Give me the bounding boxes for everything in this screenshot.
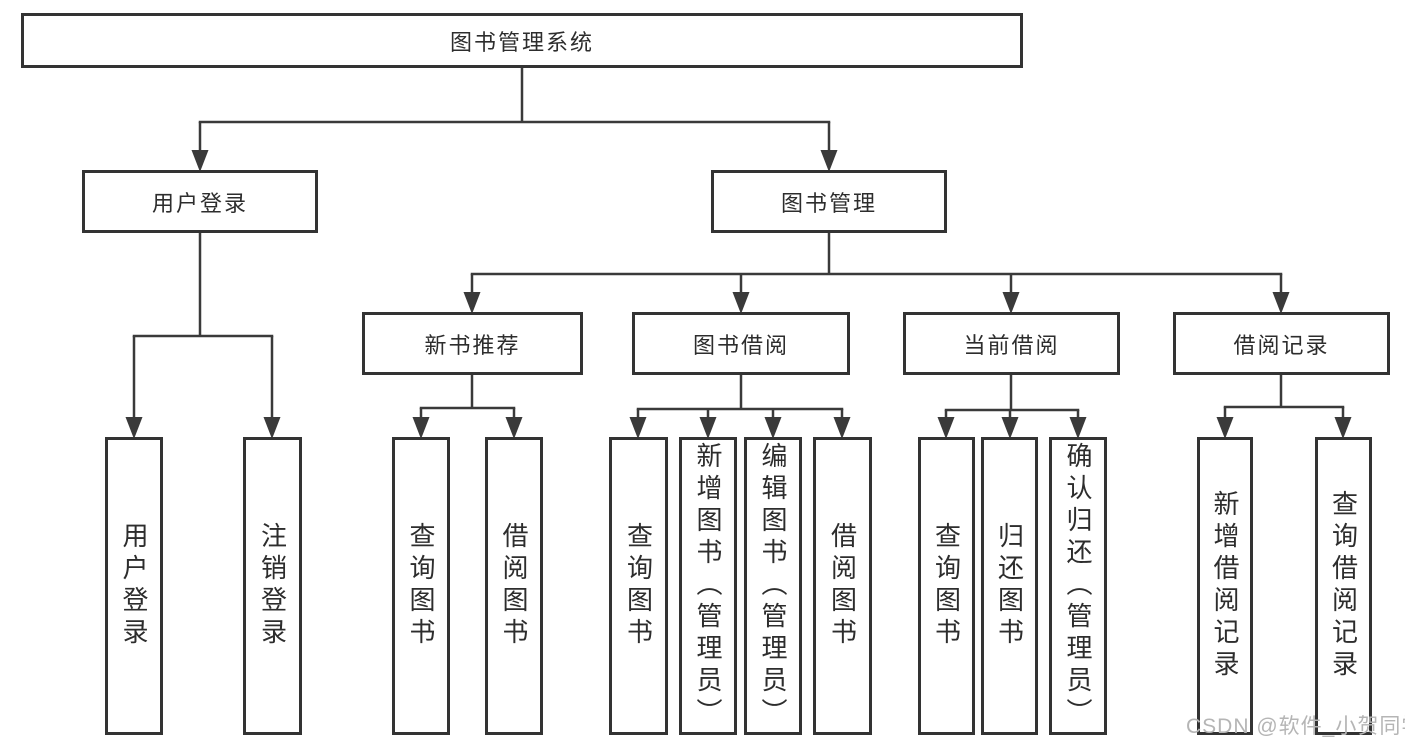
root-node-library-management-system: 图书管理系统 xyxy=(21,13,1023,68)
leaf-borrow-books-recommend: 借阅图书 xyxy=(485,437,543,735)
node-borrowing-records: 借阅记录 xyxy=(1173,312,1390,375)
leaf-logout: 注销登录 xyxy=(243,437,302,735)
leaf-add-borrow-record-label: 新增借阅记录 xyxy=(1210,490,1240,682)
leaf-user-login-label: 用户登录 xyxy=(119,522,149,650)
node-current-borrowing: 当前借阅 xyxy=(903,312,1120,375)
node-user-login-label: 用户登录 xyxy=(151,190,248,216)
leaf-return-books: 归还图书 xyxy=(981,437,1038,735)
node-new-book-recommend: 新书推荐 xyxy=(362,312,583,375)
node-book-management-label: 图书管理 xyxy=(780,190,877,216)
leaf-add-book-admin: 新增图书（管理员） xyxy=(679,437,737,735)
leaf-confirm-return-admin: 确认归还（管理员） xyxy=(1049,437,1107,735)
node-user-login: 用户登录 xyxy=(82,170,318,233)
leaf-edit-book-admin: 编辑图书（管理员） xyxy=(744,437,802,735)
leaf-query-books-recommend-label: 查询图书 xyxy=(406,522,436,650)
leaf-query-books-borrowing: 查询图书 xyxy=(609,437,668,735)
leaf-query-borrow-record: 查询借阅记录 xyxy=(1315,437,1372,735)
leaf-query-books-recommend: 查询图书 xyxy=(392,437,450,735)
leaf-logout-label: 注销登录 xyxy=(257,522,288,650)
node-new-book-recommend-label: 新书推荐 xyxy=(424,332,521,358)
leaf-edit-book-admin-label: 编辑图书（管理员） xyxy=(758,442,788,730)
csdn-watermark: CSDN @软件_小贺同学 xyxy=(1186,715,1405,738)
leaf-query-books-current: 查询图书 xyxy=(918,437,975,735)
leaf-add-book-admin-label: 新增图书（管理员） xyxy=(693,442,723,730)
leaf-borrow-books-recommend-label: 借阅图书 xyxy=(499,522,529,650)
leaf-user-login: 用户登录 xyxy=(105,437,163,735)
leaf-borrow-books: 借阅图书 xyxy=(813,437,872,735)
node-book-borrowing: 图书借阅 xyxy=(632,312,850,375)
leaf-return-books-label: 归还图书 xyxy=(994,522,1025,650)
leaf-confirm-return-admin-label: 确认归还（管理员） xyxy=(1063,442,1093,730)
root-node-label: 图书管理系统 xyxy=(449,29,594,55)
node-book-management: 图书管理 xyxy=(711,170,947,233)
node-current-borrowing-label: 当前借阅 xyxy=(963,332,1060,358)
leaf-borrow-books-label: 借阅图书 xyxy=(827,522,858,650)
node-borrowing-records-label: 借阅记录 xyxy=(1233,332,1330,358)
leaf-query-books-current-label: 查询图书 xyxy=(931,522,962,650)
leaf-query-borrow-record-label: 查询借阅记录 xyxy=(1328,490,1359,682)
leaf-add-borrow-record: 新增借阅记录 xyxy=(1197,437,1253,735)
leaf-query-books-borrowing-label: 查询图书 xyxy=(623,522,654,650)
node-book-borrowing-label: 图书借阅 xyxy=(692,332,789,358)
